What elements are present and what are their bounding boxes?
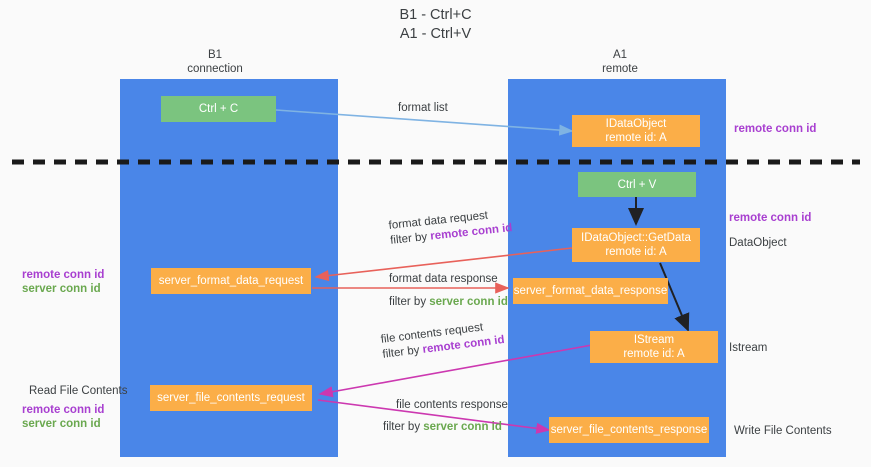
edge-label-format-data-request-prefix: filter by <box>389 230 431 247</box>
node-idataobject[interactable]: IDataObject remote id: A <box>572 115 700 147</box>
right-label-remote-conn-id-top: remote conn id <box>734 123 817 135</box>
edge-label-file-contents-response: file contents response filter by server … <box>383 398 508 435</box>
node-idataobject-line2: remote id: A <box>605 132 667 144</box>
edge-label-format-data-response: format data response filter by server co… <box>389 272 508 310</box>
node-getdata-line1: IDataObject::GetData <box>581 232 691 244</box>
node-server-format-data-response-label: server_format_data_response <box>513 285 668 297</box>
node-server-format-data-request-label: server_format_data_request <box>158 275 304 287</box>
column-header-b1-name: B1 <box>207 49 223 61</box>
node-server-file-contents-response-label: server_file_contents_response <box>550 424 708 436</box>
edge-label-file-contents-response-prefix: filter by <box>383 421 424 433</box>
node-idataobject-line1: IDataObject <box>605 118 667 130</box>
node-server-format-data-response[interactable]: server_format_data_response <box>513 278 668 304</box>
right-label-remote-conn-id-mid: remote conn id <box>729 212 812 224</box>
edge-label-format-data-response-line1: format data response <box>389 273 498 285</box>
node-server-file-contents-response[interactable]: server_file_contents_response <box>549 417 709 443</box>
column-header-b1-role: connection <box>187 63 243 75</box>
column-header-a1: A1 remote <box>555 48 685 76</box>
column-header-b1: B1 connection <box>150 48 280 76</box>
node-istream-line1: IStream <box>633 334 675 346</box>
column-header-a1-name: A1 <box>612 49 628 61</box>
node-ctrl-v[interactable]: Ctrl + V <box>578 172 696 197</box>
right-label-dataobject: DataObject <box>729 237 787 249</box>
edge-label-format-data-request: format data request filter by remote con… <box>388 206 513 249</box>
title-line-2: A1 - Ctrl+V <box>399 26 472 42</box>
edge-label-format-data-response-prefix: filter by <box>389 296 430 308</box>
edge-label-format-data-response-key: server conn id <box>429 296 508 308</box>
left-label-remote-conn-id-mid: remote conn id <box>22 269 105 281</box>
edge-label-file-contents-request: file contents request filter by remote c… <box>380 318 505 363</box>
edge-label-format-list-text: format list <box>398 102 448 114</box>
node-ctrl-c[interactable]: Ctrl + C <box>161 96 276 122</box>
left-label-remote-conn-id-bottom: remote conn id <box>22 404 105 416</box>
left-label-server-conn-id-bottom: server conn id <box>22 418 101 430</box>
node-server-file-contents-request-label: server_file_contents_request <box>157 392 305 404</box>
node-server-file-contents-request[interactable]: server_file_contents_request <box>150 385 312 411</box>
node-istream[interactable]: IStream remote id: A <box>590 331 718 363</box>
edge-label-file-contents-request-prefix: filter by <box>381 343 424 361</box>
edge-label-format-list: format list <box>398 101 448 116</box>
node-getdata-line2: remote id: A <box>605 246 667 258</box>
page-title: B1 - Ctrl+C A1 - Ctrl+V <box>0 6 871 44</box>
title-line-1: B1 - Ctrl+C <box>399 7 472 23</box>
node-server-format-data-request[interactable]: server_format_data_request <box>151 268 311 294</box>
right-label-istream: Istream <box>729 342 768 354</box>
edge-label-file-contents-response-line1: file contents response <box>396 399 508 411</box>
column-header-a1-role: remote <box>602 63 638 75</box>
left-label-read-file-contents: Read File Contents <box>29 385 128 397</box>
node-ctrl-v-label: Ctrl + V <box>617 178 657 191</box>
node-ctrl-c-label: Ctrl + C <box>198 103 239 115</box>
left-label-server-conn-id-mid: server conn id <box>22 283 101 295</box>
edge-label-file-contents-response-key: server conn id <box>423 421 502 433</box>
right-label-write-file-contents: Write File Contents <box>734 425 832 437</box>
node-getdata[interactable]: IDataObject::GetData remote id: A <box>572 228 700 262</box>
node-istream-line2: remote id: A <box>623 348 685 360</box>
